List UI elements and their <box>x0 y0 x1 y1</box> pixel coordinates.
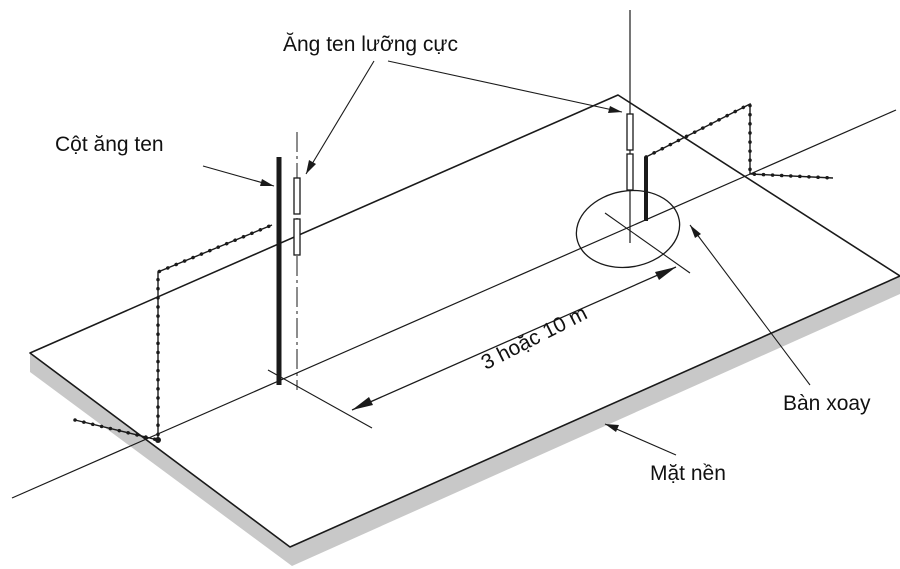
ground-plane <box>29 94 900 548</box>
right-dipole-element-upper <box>626 113 634 151</box>
left-cable-core <box>74 224 273 441</box>
distance-arrowhead-left <box>352 397 373 410</box>
dipole-antenna-label: Ăng ten lưỡng cực <box>283 33 458 56</box>
distance-arrowhead-right <box>655 267 676 280</box>
right-dipole-element-lower <box>626 153 634 191</box>
mast-base-line <box>267 369 373 429</box>
ground-leader-arrowhead <box>605 424 619 432</box>
left-dipole-element-upper <box>293 177 301 215</box>
turntable-base-line <box>604 212 691 274</box>
turntable-leader-arrowhead <box>690 225 701 238</box>
left-cable-bend-node <box>155 437 161 443</box>
dipole-leader-right-arrowhead <box>608 106 622 113</box>
right-cable-core <box>645 102 834 179</box>
mast-leader-arrowhead <box>260 179 274 186</box>
distance-arrow <box>351 266 677 411</box>
dipole-leader-left-arrowhead <box>306 160 316 174</box>
turntable-leader <box>689 224 811 386</box>
left-dipole-element-lower <box>293 218 301 256</box>
dipole-leader-left <box>305 60 375 175</box>
turntable-label: Bàn xoay <box>783 392 871 415</box>
turntable <box>575 189 681 269</box>
dipole-leader-right <box>387 60 623 113</box>
antenna-mast-label: Cột ăng ten <box>55 133 164 156</box>
ground-plane-label: Mặt nền <box>650 462 726 485</box>
